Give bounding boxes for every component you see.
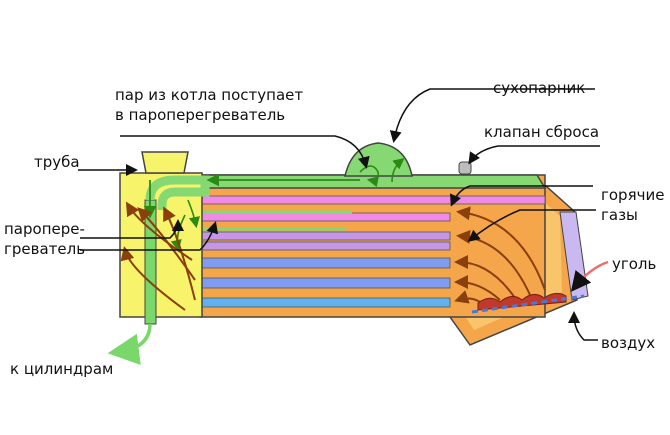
label-steam-in-line2: в пароперегреватель — [115, 106, 286, 124]
flue-pink — [199, 195, 546, 205]
coal-bed — [477, 292, 567, 311]
flue-blue-2 — [199, 277, 451, 289]
flue-blue-1 — [199, 257, 451, 269]
flue-purple-2 — [199, 241, 451, 251]
chimney — [141, 151, 189, 174]
superheater-header — [145, 175, 210, 210]
label-hot-gases-line2: газы — [601, 206, 638, 224]
steam-dome — [344, 142, 413, 177]
label-coal: уголь — [612, 255, 657, 273]
grate — [471, 294, 585, 314]
label-air: воздух — [601, 334, 656, 352]
to-cylinders-arrow — [107, 323, 152, 366]
coal-arrow — [570, 260, 609, 292]
flue-purple-1 — [199, 231, 451, 241]
label-relief-valve: клапан сброса — [484, 123, 600, 141]
label-dome: сухопарник — [493, 79, 586, 97]
label-steam-in-line1: пар из котла поступает — [115, 86, 304, 104]
relief-valve — [458, 161, 472, 175]
exhaust-pipe — [144, 199, 157, 325]
label-superheater-line2: греватель — [4, 240, 86, 258]
label-superheater-line1: пароперe- — [4, 220, 85, 238]
label-chimney: труба — [34, 153, 80, 171]
flue-lightblue — [199, 297, 451, 308]
label-hot-gases-line1: горячие — [601, 186, 665, 204]
label-to-cylinders: к цилиндрам — [10, 360, 114, 378]
flue-pink-2 — [199, 212, 451, 222]
